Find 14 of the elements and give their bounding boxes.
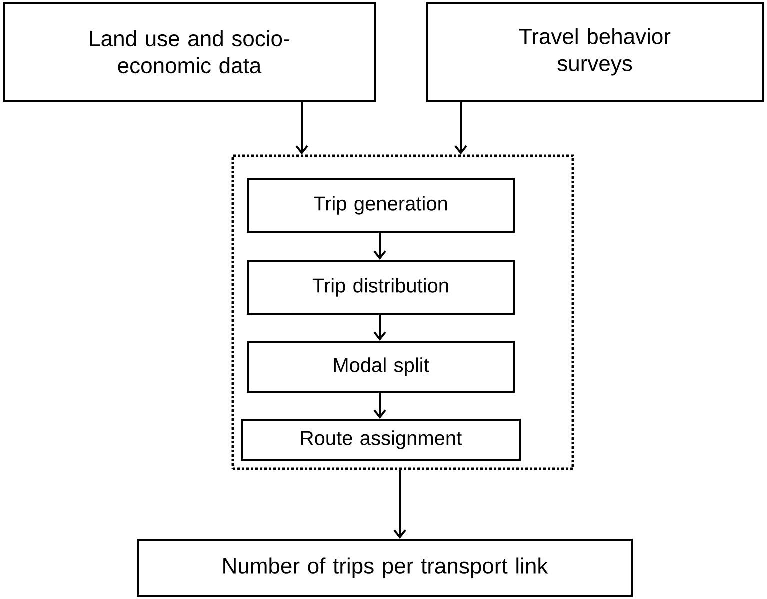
process-box: Trip distribution [247,260,515,315]
process-box: Route assignment [241,419,521,461]
process-box: Modal split [247,341,515,393]
arrow [296,102,308,155]
data-box: Land use and socio-economic data [3,2,376,102]
arrow [374,393,386,419]
arrow [374,315,386,341]
process-box: Trip generation [247,178,515,233]
arrow [374,233,386,260]
data-box: Number of trips per transport link [137,539,634,597]
data-box: Travel behavior surveys [426,2,764,102]
dotted-group-box [232,154,574,470]
arrow [394,470,406,539]
arrow [454,102,468,155]
